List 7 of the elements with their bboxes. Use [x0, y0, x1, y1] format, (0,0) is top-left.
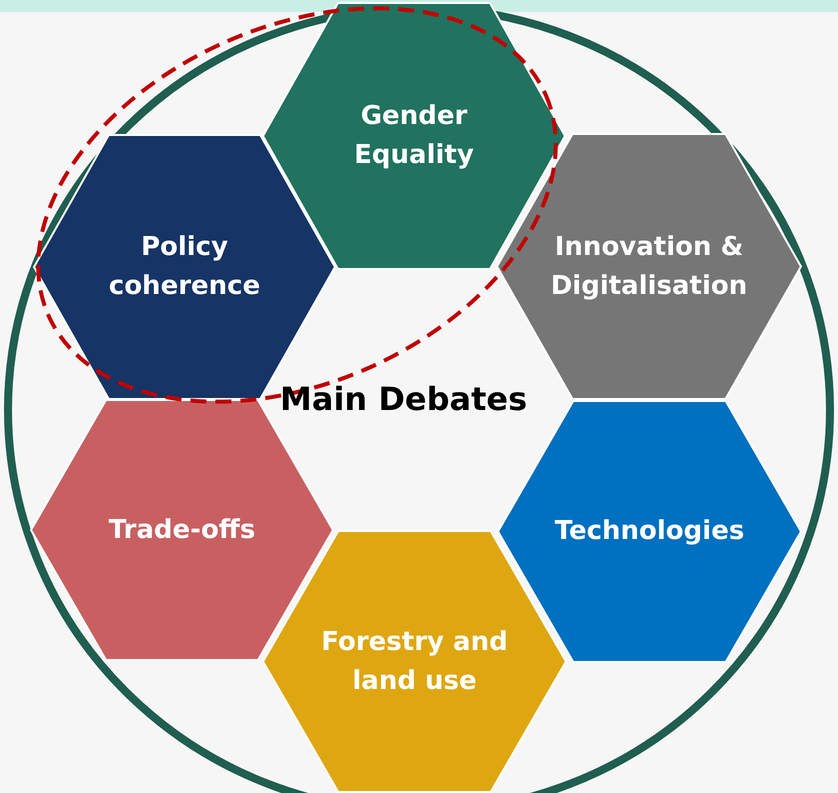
- hexagon-label: Innovation & Digitalisation: [550, 230, 748, 302]
- hexagon-label: Policy coherence: [108, 231, 262, 303]
- center-title: Main Debates: [280, 380, 528, 418]
- hexagon-label: Forestry and land use: [320, 626, 509, 698]
- hexagon-label: Gender Equality: [353, 100, 475, 172]
- hexagon-label: Trade-offs: [108, 514, 256, 546]
- hexagon-label: Technologies: [554, 515, 744, 548]
